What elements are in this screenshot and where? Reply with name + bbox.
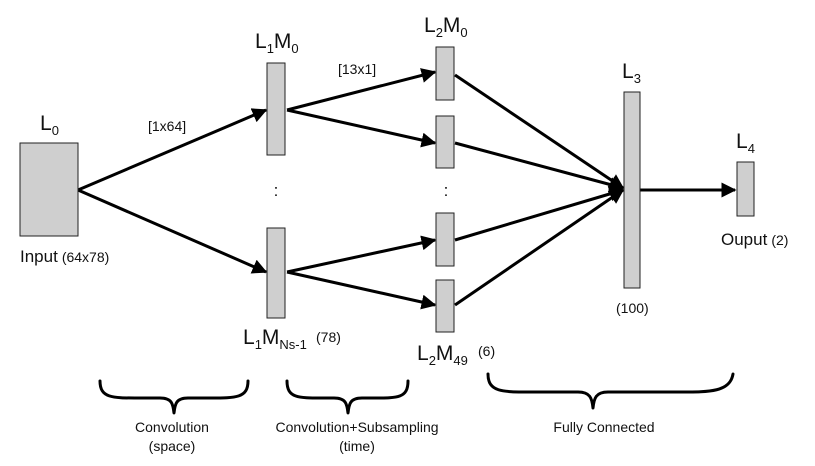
node-l2-a bbox=[435, 46, 455, 101]
node-l4-output bbox=[736, 161, 755, 217]
stage-conv-time-line1: Convolution+Subsampling bbox=[275, 419, 438, 435]
edge-l0-l1top bbox=[77, 108, 268, 192]
label-l0: L0 bbox=[40, 112, 59, 138]
stage-conv-space-line1: Convolution bbox=[135, 419, 209, 435]
label-l2-bot: L2M49 bbox=[417, 342, 468, 368]
stage-fully-connected: Fully Connected bbox=[553, 419, 654, 435]
brace-fully-connected bbox=[486, 372, 735, 410]
node-l2-c bbox=[435, 212, 455, 267]
node-l2-d bbox=[435, 279, 455, 333]
ellipsis-l1: : bbox=[274, 181, 279, 200]
label-l1-bot: L1MNs-1 bbox=[243, 326, 307, 352]
stage-conv-time-line2: (time) bbox=[339, 438, 375, 454]
label-l3: L3 bbox=[622, 60, 641, 86]
label-l1-top: L1M0 bbox=[255, 30, 299, 56]
kernel-13x1: [13x1] bbox=[338, 61, 376, 77]
kernel-1x64: [1x64] bbox=[148, 118, 186, 134]
edge-l1bot-l2d bbox=[286, 270, 437, 310]
edge-l1bot-l2c bbox=[286, 235, 437, 274]
edge-l1top-l2b bbox=[286, 108, 437, 148]
edge-l2a-l3 bbox=[454, 73, 625, 190]
node-l2-b bbox=[435, 115, 455, 169]
edge-l2b-l3 bbox=[454, 141, 625, 192]
brace-conv-space bbox=[98, 379, 250, 415]
input-caption: Input(64x78) bbox=[20, 247, 109, 266]
edge-l2d-l3 bbox=[454, 188, 625, 307]
count-l3: (100) bbox=[616, 300, 649, 316]
ellipsis-l2: : bbox=[444, 181, 449, 200]
label-l2-top: L2M0 bbox=[424, 14, 468, 40]
output-caption: Ouput(2) bbox=[721, 230, 788, 249]
count-l2: (6) bbox=[478, 343, 495, 359]
edge-l1top-l2a bbox=[286, 68, 437, 112]
count-l1: (78) bbox=[316, 329, 341, 345]
node-l1-top bbox=[266, 62, 286, 156]
edges bbox=[77, 68, 737, 310]
label-l4: L4 bbox=[736, 130, 755, 156]
edge-l2c-l3 bbox=[454, 186, 625, 242]
edge-l0-l1bot bbox=[77, 188, 268, 274]
node-l0-input bbox=[19, 142, 79, 237]
stage-conv-space-line2: (space) bbox=[149, 438, 196, 454]
node-l3 bbox=[623, 91, 641, 289]
node-l1-bot bbox=[266, 227, 286, 319]
brace-conv-time bbox=[285, 379, 410, 415]
